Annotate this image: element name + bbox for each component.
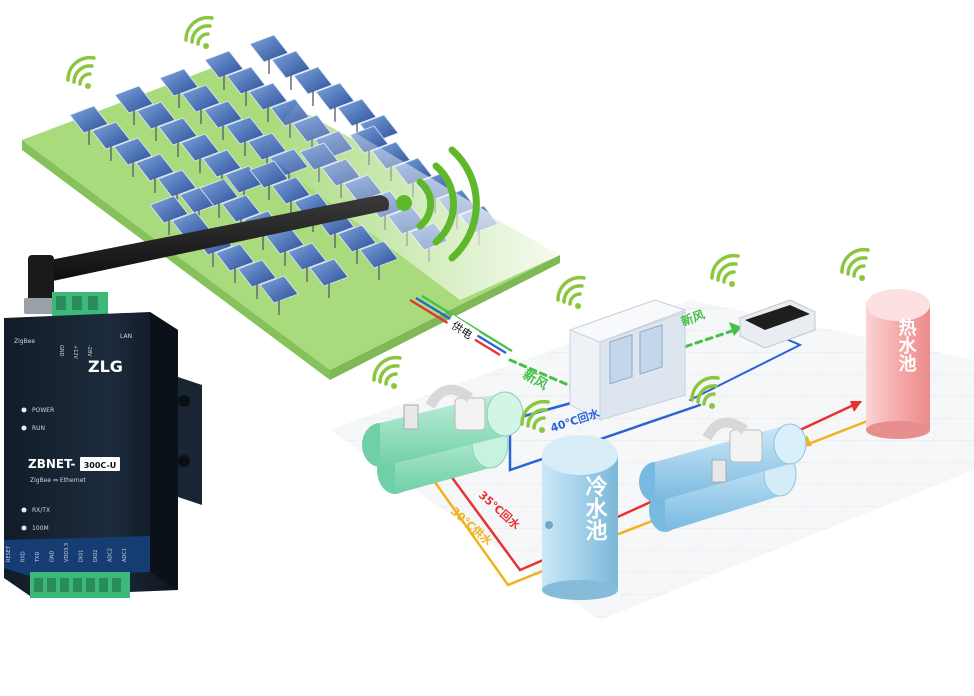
device-bottom-pin-label: ADC2 — [108, 548, 114, 562]
power-cable: 供电 — [409, 295, 513, 356]
hot-pool-text: 热水池 — [896, 317, 917, 372]
device-bottom-pin-label: VDD3.3 — [64, 543, 70, 562]
device-top-pin-label: +12V — [72, 345, 78, 360]
air-handler — [568, 299, 687, 421]
led-run-label: RUN — [32, 425, 45, 432]
power-led — [21, 407, 27, 413]
pipe-30c-supply — [430, 476, 557, 587]
wifi-icon — [710, 253, 740, 287]
antenna — [24, 195, 389, 314]
device-bottom-pin-label: ADC1 — [122, 548, 128, 562]
device-model-suffix: 300C-U — [84, 461, 117, 470]
device-subtitle: ZigBee ⇔ Ethernet — [30, 477, 86, 484]
blue-chiller — [639, 417, 807, 532]
cold-water-tank — [542, 435, 618, 600]
led-100m-label: 100M — [32, 525, 49, 532]
rxtx-led — [21, 507, 27, 513]
device-bottom-pin-label: DIO2 — [93, 550, 99, 562]
run-led — [21, 425, 27, 431]
solar-panel-row — [69, 105, 219, 225]
wifi-icon — [372, 355, 402, 389]
led-100m — [21, 525, 27, 531]
device-model-prefix: ZBNET- — [28, 457, 76, 471]
led-power-label: POWER — [32, 407, 54, 414]
device-bottom-pin-label: DIO1 — [79, 550, 85, 562]
device-brand: ZLG — [88, 357, 123, 376]
wifi-icon — [556, 275, 586, 309]
led-rxtx-label: RX/TX — [32, 507, 50, 514]
wifi-icon — [520, 399, 550, 433]
cold-pool-text: 冷水池 — [582, 474, 608, 542]
wifi-icon — [66, 55, 96, 89]
wifi-icon — [840, 247, 870, 281]
device-lan-port-label: LAN — [120, 333, 132, 340]
green-chiller — [362, 384, 524, 494]
device-zigbee-port-label: ZigBee — [14, 338, 35, 345]
device-bottom-pin-label: TXD — [35, 552, 41, 563]
cold-pool-label: 冷水池 — [582, 474, 608, 542]
plant-floor — [330, 300, 974, 620]
device-bottom-pins: RESET RXD TXD GND VDD3.3 DIO1 DIO2 ADC2 ADC1 — [6, 543, 128, 563]
strong-signal-icon — [396, 146, 480, 262]
wifi-icon — [690, 375, 720, 409]
device-top-pin-label: -28V — [86, 345, 92, 357]
device-bottom-pin-label: GND — [50, 550, 56, 562]
solar-panel-row — [249, 34, 399, 154]
device-bottom-pin-label: RXD — [21, 551, 27, 562]
hot-water-tank — [866, 289, 930, 439]
device-bottom-pin-label: RESET — [6, 545, 12, 562]
zbnet-device: ZigBee LAN GND +12V -28V ZLG POWER RUN ZBN… — [4, 292, 202, 598]
wifi-icons — [66, 15, 870, 433]
solar-panel-row — [114, 85, 264, 205]
device-top-pins: GND +12V -28V — [58, 345, 92, 360]
wifi-icon — [184, 15, 214, 49]
ventilation-unit — [739, 299, 816, 349]
device-top-pin-label: GND — [58, 345, 64, 357]
